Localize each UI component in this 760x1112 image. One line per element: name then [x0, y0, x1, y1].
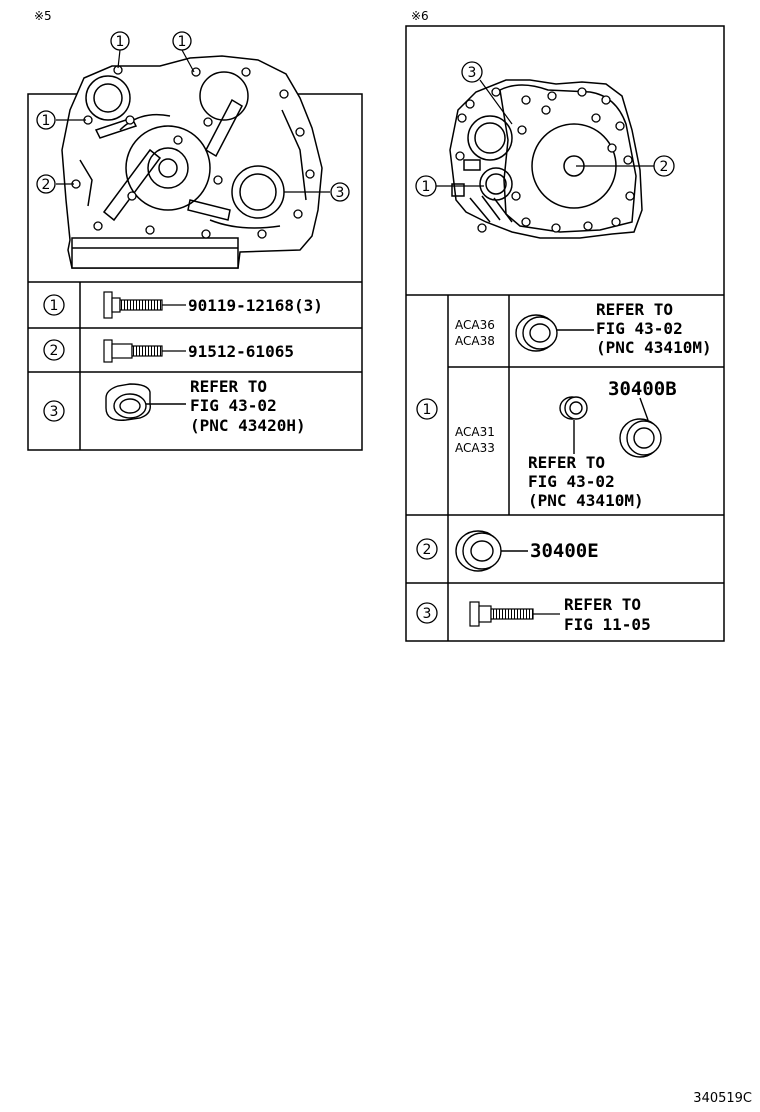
right-bolt-icon [469, 601, 560, 627]
right-row3-index: 3 [423, 606, 432, 622]
right-row1-a-line3: (PNC 43410M) [596, 338, 712, 357]
left-callout-circles [36, 31, 350, 202]
left-row2-part: 91512-61065 [188, 342, 294, 361]
right-row1-b-line3: (PNC 43410M) [528, 491, 644, 510]
left-marker-1c: 1 [42, 113, 51, 129]
oil-seal-b-icon [619, 397, 662, 458]
left-row3-line3: (PNC 43420H) [190, 416, 306, 435]
oil-seal-30400e-icon [455, 530, 528, 572]
left-row1-part: 90119-12168(3) [188, 296, 323, 315]
left-row3-index: 3 [50, 404, 59, 420]
right-row1-b-line1: REFER TO [528, 453, 605, 472]
right-row3-line2: FIG 11-05 [564, 615, 651, 634]
left-marker-1b: 1 [178, 34, 187, 50]
right-row2-part: 30400E [530, 540, 599, 562]
transaxle-bolt-holes [71, 65, 315, 239]
left-marker-1a: 1 [116, 34, 125, 50]
right-row1-a-line2: FIG 43-02 [596, 319, 683, 338]
left-marker-3: 3 [336, 185, 345, 201]
flange-bolt-icon [103, 291, 186, 319]
right-row1-model-b2: ACA33 [455, 441, 495, 455]
right-marker-3: 3 [468, 65, 477, 81]
left-row-index-circles [43, 294, 65, 422]
right-row1-index: 1 [423, 402, 432, 418]
transmission-housing-illustration [449, 79, 643, 239]
right-row1-b-line2: FIG 43-02 [528, 472, 615, 491]
left-note: ※5 [34, 9, 52, 23]
right-table [405, 25, 725, 642]
right-row-index-circles [416, 398, 438, 624]
transaxle-illustration [61, 55, 323, 269]
left-row3-line1: REFER TO [190, 377, 267, 396]
right-callout-circles [415, 61, 675, 197]
right-row3-line1: REFER TO [564, 595, 641, 614]
bolt-icon [103, 339, 186, 363]
left-marker-2: 2 [42, 177, 51, 193]
left-row3-line2: FIG 43-02 [190, 396, 277, 415]
right-note: ※6 [411, 9, 429, 23]
right-row2-index: 2 [423, 542, 432, 558]
right-marker-2: 2 [660, 159, 669, 175]
right-row1-a-line1: REFER TO [596, 300, 673, 319]
oil-seal-a-icon [515, 314, 594, 352]
right-callout-lines [436, 79, 654, 187]
right-row1-b-part: 30400B [608, 378, 677, 400]
left-callout-lines [56, 49, 330, 193]
figure-code: 340519C [693, 1091, 752, 1106]
right-row1-model-b1: ACA31 [455, 425, 495, 439]
housing-bolt-holes [455, 87, 635, 233]
left-row2-index: 2 [50, 343, 59, 359]
right-row1-model-a2: ACA38 [455, 334, 495, 348]
oil-seal-icon [105, 383, 186, 421]
small-seal-icon [559, 396, 588, 454]
right-row1-model-a1: ACA36 [455, 318, 495, 332]
left-row1-index: 1 [50, 298, 59, 314]
right-marker-1: 1 [422, 179, 431, 195]
